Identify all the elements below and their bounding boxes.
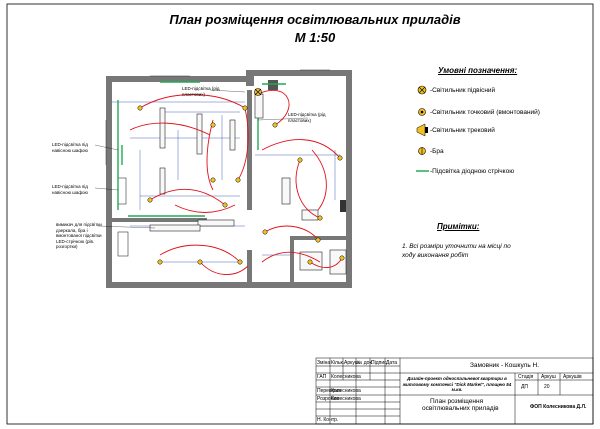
legend-item-spot: -Світильник точковий (вмонтований) [430, 108, 540, 116]
wall-south [106, 282, 352, 288]
wall-west [106, 76, 112, 288]
callout-led-4: LED-підсвітка під навісною шафою [52, 184, 88, 195]
stamp-sheets-header: Аркушів [563, 374, 582, 380]
role-gap: ГАП [317, 374, 327, 380]
pendant-lamp [254, 88, 262, 96]
callout-led-2: LED-підсвітка (рід пластових) [288, 112, 326, 123]
role-control: Н. Контр. [317, 417, 339, 423]
col-change: Зміна [317, 360, 331, 366]
wall-partition-h [112, 218, 207, 222]
role-checked: Перевірив [317, 388, 341, 394]
notes-heading: Примітки: [437, 222, 480, 231]
drawing-title: План розміщення освітлювальних приладів [169, 12, 461, 27]
wall-east [346, 70, 352, 288]
name-gap: Колесникова [331, 374, 361, 380]
track-lamp-icon [416, 123, 428, 137]
sheet-frame [6, 3, 594, 425]
col-date: Дата [386, 360, 398, 366]
title-block-grid [315, 357, 594, 425]
col-sheet: Аркуш [344, 360, 359, 366]
lamps [137, 88, 345, 265]
wall-north-left [106, 76, 254, 82]
stamp-stage: ДП [521, 384, 528, 390]
stamp-company: ФОП Колесникова Д.Л. [530, 404, 587, 410]
wiring-arcs [129, 89, 343, 275]
stamp-sheet-header: Аркуш [541, 374, 556, 380]
wall-north-right [250, 70, 352, 76]
legend-item-led: -Підсвітка діодною стрічкою [430, 167, 515, 175]
wall-partition-v [247, 90, 252, 210]
stamp-sheet-number: 20 [544, 384, 550, 390]
role-developed: Розробив [317, 396, 340, 402]
wall-partition-v2 [247, 250, 252, 282]
callout-led-1: LED-підсвітка (рід пластових) [182, 86, 220, 97]
stamp-customer: Замовник - Кошкуль Н. [470, 362, 540, 369]
col-qty: Кільк. [331, 360, 345, 366]
spot-lamp-icon [418, 108, 426, 116]
legend-symbols [416, 85, 429, 172]
wall-bath-v [290, 236, 294, 282]
col-doc: № док. [357, 360, 374, 366]
stamp-project: Дизайн-проект односпальневої квартири в … [402, 376, 512, 392]
legend-item-wall: -Бра [430, 147, 444, 155]
note-item: 1. Всі розміри уточнити на місці по ходу… [402, 243, 511, 259]
drawing-scale: М 1:50 [294, 30, 336, 45]
legend-item-pendant: -Світильник підвісний [430, 86, 496, 94]
name-checked: Колесникова [331, 388, 361, 394]
callout-switch: вимикач для підсвітки дзеркала, бра і вм… [56, 222, 102, 249]
col-sign: Підпис [371, 360, 387, 366]
wall-lamp-icon [418, 147, 426, 155]
stamp-sheet-title-2: освітлювальних приладів [422, 405, 499, 412]
pendant-lamp-icon [417, 85, 427, 95]
legend-heading: Умовні позначення: [438, 66, 518, 75]
callout-led-3: LED-підсвітка під навісною шафою [52, 142, 88, 153]
stamp-sheet-title-1: План розміщення [430, 398, 484, 405]
wall-jog [246, 70, 254, 86]
name-developed: Колесникова [331, 396, 361, 402]
stamp-stage-header: Стадія [518, 374, 534, 380]
legend-item-track: -Світильник трековий [430, 126, 495, 134]
